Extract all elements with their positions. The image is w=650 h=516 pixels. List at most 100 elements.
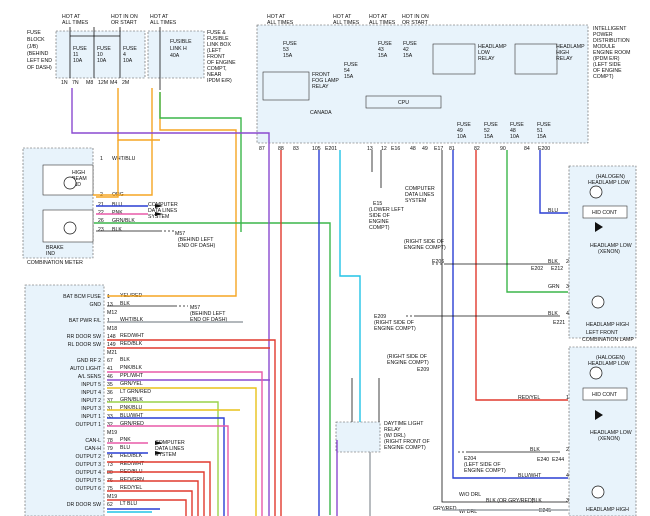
svg-text:ENGINE COMPT): ENGINE COMPT): [404, 245, 446, 251]
bcm-wire-color: RED/BLK: [120, 453, 143, 459]
svg-text:GRN: GRN: [548, 284, 560, 290]
svg-text:IND: IND: [72, 182, 81, 188]
svg-text:12: 12: [381, 146, 387, 152]
bcm-wire-color: BLU/WHT: [120, 413, 144, 419]
svg-text:22: 22: [98, 210, 104, 216]
svg-text:10A: 10A: [97, 58, 107, 64]
svg-text:3: 3: [566, 498, 569, 504]
svg-text:E244: E244: [552, 457, 564, 463]
svg-text:82: 82: [474, 146, 480, 152]
bcm-wire-color: PNK/BLU: [120, 405, 142, 411]
bcm-pin-number: 149: [107, 342, 116, 348]
svg-text:21: 21: [98, 202, 104, 208]
bcm-pin-number: 31: [107, 406, 113, 412]
svg-text:E17: E17: [434, 146, 443, 152]
svg-text:BLK: BLK: [530, 447, 540, 453]
ipdm-er: HOT AT ALL TIMES HOT AT ALL TIMES HOT AT…: [256, 14, 630, 231]
bcm-pin-number: 41: [107, 366, 113, 372]
bcm-wire-color: PPL/WHT: [120, 373, 144, 379]
svg-text:COMBINATION LAMP: COMBINATION LAMP: [582, 337, 634, 343]
svg-text:FUSE: FUSE: [484, 122, 498, 128]
svg-text:15A: 15A: [537, 134, 547, 140]
bcm-pin-number: 75: [107, 486, 113, 492]
svg-text:E206: E206: [432, 259, 444, 265]
svg-text:1N: 1N: [61, 80, 68, 86]
bcm-wire-color: BLU: [120, 445, 130, 451]
svg-text:12M: 12M: [98, 80, 108, 86]
svg-text:ENGINE COMPT): ENGINE COMPT): [464, 468, 506, 474]
arrow-icon: [155, 204, 163, 208]
svg-text:10A: 10A: [123, 58, 133, 64]
svg-text:FUSE: FUSE: [344, 62, 358, 68]
svg-text:HOT AT: HOT AT: [369, 14, 388, 20]
svg-text:(RIGHT FRONT OF: (RIGHT FRONT OF: [384, 439, 430, 445]
svg-text:4: 4: [566, 311, 569, 317]
svg-text:53: 53: [283, 47, 289, 53]
svg-text:FUSIBLE: FUSIBLE: [170, 39, 192, 45]
svg-text:HOT AT: HOT AT: [267, 14, 286, 20]
svg-text:RELAY: RELAY: [556, 56, 573, 62]
svg-text:1: 1: [100, 156, 103, 162]
svg-text:COMPT): COMPT): [369, 225, 390, 231]
bcm-pin-name: CAN-L: [85, 438, 101, 444]
bcm-pin-number: M19: [107, 430, 117, 436]
svg-text:FRONT: FRONT: [207, 54, 226, 60]
svg-text:23: 23: [98, 227, 104, 233]
svg-text:HEADLAMP: HEADLAMP: [556, 44, 585, 50]
svg-text:48: 48: [410, 146, 416, 152]
svg-text:PNK: PNK: [112, 210, 123, 216]
svg-text:84: 84: [524, 146, 530, 152]
svg-text:48: 48: [510, 128, 516, 134]
svg-text:(HALOGEN): (HALOGEN): [596, 174, 625, 180]
bcm-wire-color: BLK: [120, 301, 130, 307]
svg-text:(IPDM E/R): (IPDM E/R): [593, 56, 620, 62]
bcm-pin-number: 148: [107, 334, 116, 340]
high-beam-indicator-icon: [63, 176, 77, 190]
bcm-pin-name: A/L SENS: [78, 374, 102, 380]
svg-text:HOT IN ON: HOT IN ON: [111, 14, 138, 20]
svg-text:(BEHIND LEFT: (BEHIND LEFT: [190, 311, 226, 317]
svg-text:(LEFT: (LEFT: [207, 48, 222, 54]
bcm-pin-number: M21: [107, 350, 117, 356]
bcm-pin-number: 46: [107, 374, 113, 380]
svg-text:OR START: OR START: [402, 20, 429, 26]
bcm-pin-name: CAN-H: [85, 446, 102, 452]
svg-text:BLK: BLK: [532, 498, 542, 504]
svg-text:ALL TIMES: ALL TIMES: [267, 20, 294, 26]
svg-text:BLK: BLK: [112, 227, 122, 233]
svg-text:ALL TIMES: ALL TIMES: [369, 20, 396, 26]
svg-text:105: 105: [312, 146, 321, 152]
svg-text:(XENON): (XENON): [598, 436, 620, 442]
svg-text:ENGINE: ENGINE: [369, 219, 389, 225]
bcm-pin-name: INPUT 5: [81, 382, 101, 388]
svg-text:87: 87: [259, 146, 265, 152]
arrow-icon: [155, 212, 163, 216]
svg-text:90: 90: [500, 146, 506, 152]
svg-text:SYSTEM: SYSTEM: [148, 214, 169, 220]
svg-text:83: 83: [293, 146, 299, 152]
combination-meter: HIGH BEAM IND BRAKE IND COMBINATION METE…: [22, 147, 215, 266]
headlamp-high-icon: [591, 485, 605, 499]
svg-text:(RIGHT SIDE OF: (RIGHT SIDE OF: [404, 239, 444, 245]
svg-text:HIGH: HIGH: [556, 50, 569, 56]
svg-text:CPU: CPU: [398, 100, 409, 106]
bcm-pin-number: M18: [107, 326, 117, 332]
bcm-pin-number: 35: [107, 382, 113, 388]
bcm-pin-number: 1: [107, 294, 110, 300]
bcm-pin-name: BAT PWR F/L: [69, 318, 101, 324]
svg-text:(BEHIND LEFT: (BEHIND LEFT: [178, 237, 214, 243]
svg-text:FUSE: FUSE: [537, 122, 551, 128]
svg-text:10A: 10A: [73, 58, 83, 64]
svg-text:3: 3: [566, 284, 569, 290]
svg-text:HID CONT: HID CONT: [592, 210, 618, 216]
svg-text:(XENON): (XENON): [598, 249, 620, 255]
bcm-pin-number: 1: [107, 318, 110, 324]
svg-text:OF DASH): OF DASH): [27, 65, 52, 71]
bcm-pin-number: 79: [107, 446, 113, 452]
svg-text:E212: E212: [551, 266, 563, 272]
svg-text:49: 49: [457, 128, 463, 134]
left-front-combination-lamp: (HALOGEN) HEADLAMP LOW HID CONT HEADLAMP…: [374, 165, 637, 343]
svg-text:BLU: BLU: [548, 208, 558, 214]
svg-text:HEADLAMP: HEADLAMP: [478, 44, 507, 50]
